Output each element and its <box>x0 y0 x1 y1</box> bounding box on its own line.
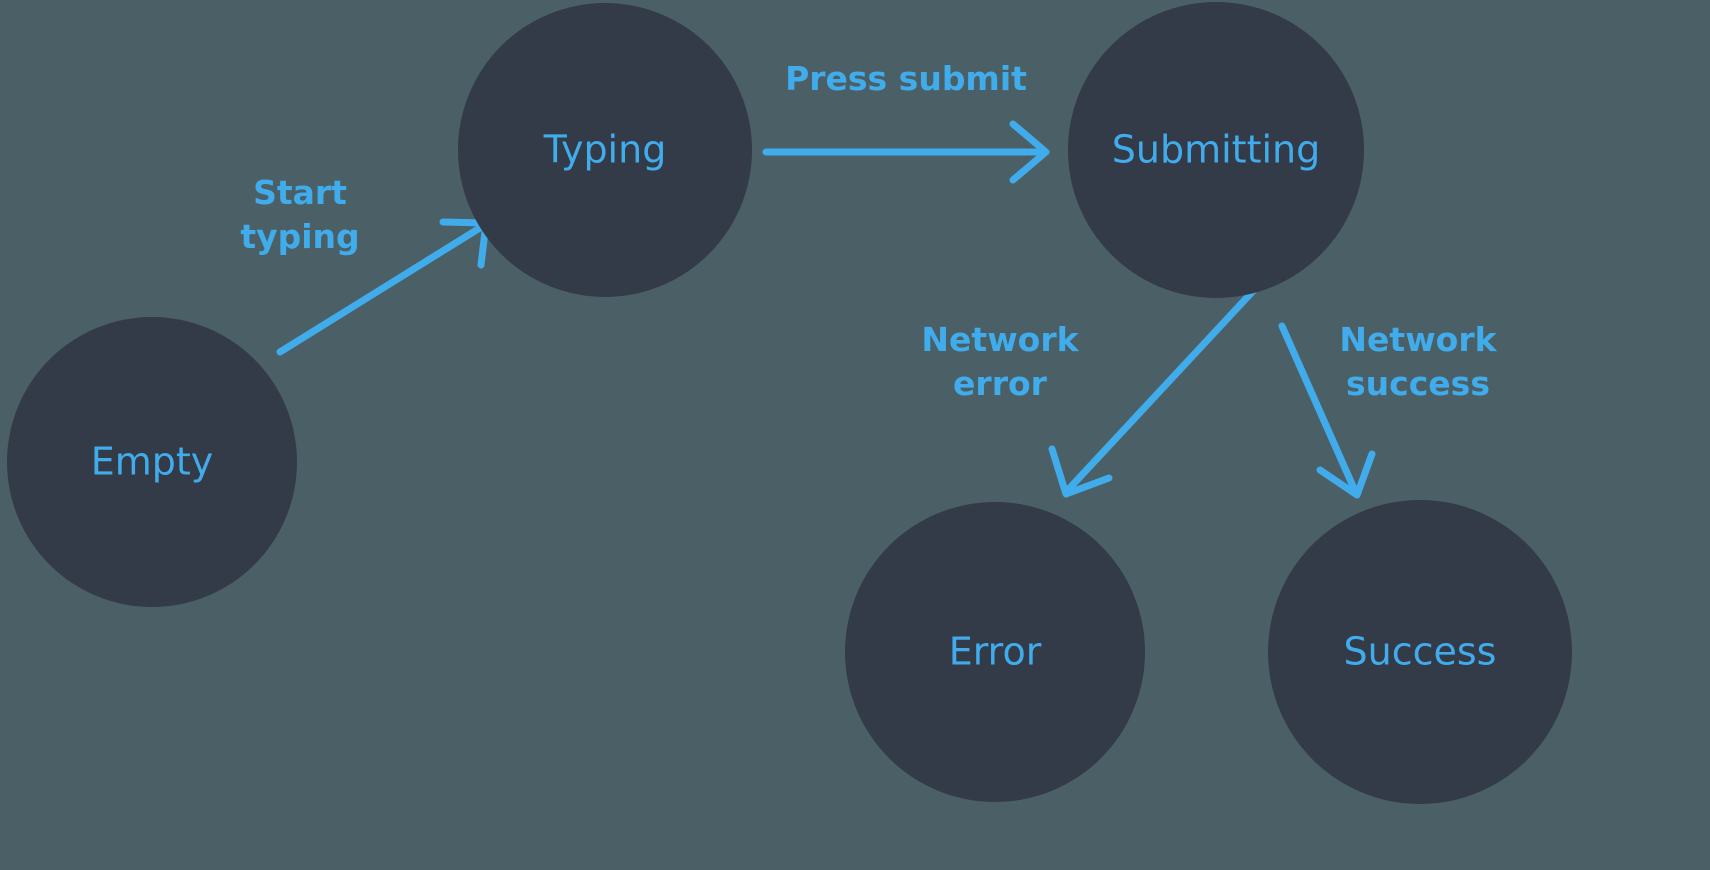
node-label: Empty <box>91 440 214 484</box>
node-circle <box>845 502 1145 802</box>
node-circle <box>1068 2 1364 298</box>
edge-line <box>1278 322 1360 497</box>
nodes-layer: Empty Typing Submitting Error Success <box>7 2 1572 804</box>
edge-label-line: Start <box>253 173 347 212</box>
node-label: Typing <box>543 128 667 172</box>
node-circle <box>7 317 297 607</box>
edge-label-line: Network <box>1339 320 1497 359</box>
node-circle <box>458 3 752 297</box>
edge-line <box>1062 286 1258 496</box>
edge-label-line: Press submit <box>785 59 1027 98</box>
edge-submitting-to-error[interactable] <box>1048 286 1258 498</box>
node-label: Submitting <box>1112 128 1320 172</box>
node-empty[interactable]: Empty <box>7 317 297 607</box>
edge-label-line: success <box>1346 364 1490 403</box>
edge-label-start-typing: Start typing <box>240 173 359 256</box>
edges-layer <box>276 120 1376 499</box>
node-error[interactable]: Error <box>845 502 1145 802</box>
node-success[interactable]: Success <box>1268 500 1572 804</box>
node-label: Success <box>1344 630 1497 674</box>
node-typing[interactable]: Typing <box>458 3 752 297</box>
edge-label-press-submit: Press submit <box>785 59 1027 98</box>
edge-line <box>276 222 487 356</box>
edge-label-line: error <box>953 364 1048 403</box>
node-circle <box>1268 500 1572 804</box>
edge-label-line: typing <box>240 217 359 256</box>
edge-typing-to-submitting[interactable] <box>762 120 1050 184</box>
edge-submitting-to-success[interactable] <box>1278 322 1376 499</box>
arrowhead-icon <box>1316 450 1376 499</box>
edge-label-network-error: Network error <box>921 320 1079 403</box>
edge-label-line: Network <box>921 320 1079 359</box>
edge-label-network-success: Network success <box>1339 320 1497 403</box>
edge-labels-layer: Start typing Press submit Network error Ne… <box>240 59 1497 403</box>
arrowhead-icon <box>1048 445 1113 498</box>
node-label: Error <box>949 630 1042 674</box>
node-submitting[interactable]: Submitting <box>1068 2 1364 298</box>
arrowhead-icon <box>1009 120 1050 184</box>
